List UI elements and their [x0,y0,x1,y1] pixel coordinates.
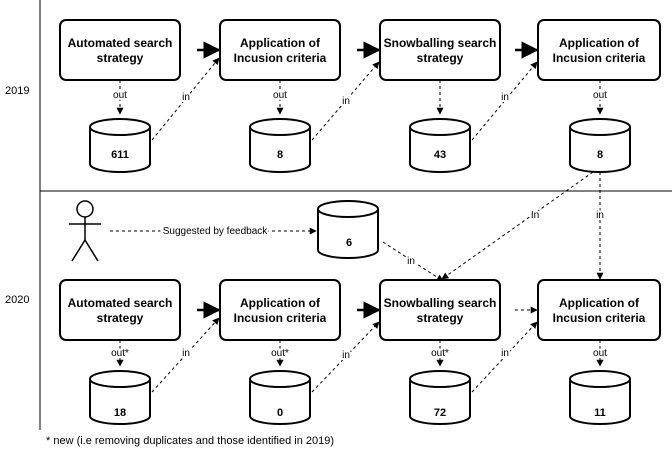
in-label: in [182,348,190,359]
in-label: in [407,256,415,267]
box-label-line: strategy [417,51,464,65]
box-label-line: Automated search [68,36,173,50]
cross-in-label: in [596,210,604,221]
out-label: out [593,90,607,101]
database-cylinder: 611 [89,118,151,173]
out-label: out* [111,348,129,359]
box-label-line: Automated search [68,296,173,310]
box-label-line: Snowballing search [384,296,497,310]
cross-year-links: In in [441,171,606,280]
inclusion-criteria-box: Application of Incusion criteria [537,19,661,81]
box-label-line: Snowballing search [384,36,497,50]
database-count: 8 [277,149,283,161]
in-arrow [151,317,220,393]
in-arrow [471,321,538,393]
in-arrow [471,61,538,141]
automated-search-box: Automated search strategy [59,19,181,81]
database-count: 611 [111,149,129,161]
feedback-label: Suggested by feedback [163,226,269,237]
out-label: out [113,90,127,101]
database-cylinder: 72 [409,370,471,425]
person-icon [69,200,101,262]
in-arrow-to-snowballing [441,171,594,280]
box-label-line: strategy [97,311,144,325]
in-label: in [182,92,190,103]
in-label: in [342,96,350,107]
database-cylinder: 8 [569,118,631,173]
cross-in-label: In [531,210,539,221]
box-label-line: Incusion criteria [553,51,646,65]
database-cylinder: 11 [569,370,631,425]
inclusion-criteria-box: Application of Incusion criteria [219,19,341,81]
out-label: out [273,90,287,101]
box-label-line: strategy [97,51,144,65]
in-arrow [311,61,380,141]
snowballing-search-box: Snowballing search strategy [379,279,501,341]
year-2020-label: 2020 [5,294,29,306]
feedback-group: Suggested by feedback in 6 [69,200,444,282]
database-cylinder: 18 [89,370,151,425]
database-count: 8 [597,149,603,161]
database-cylinder: 8 [249,118,311,173]
box-label-line: Application of [559,296,640,310]
database-count: 72 [434,407,446,419]
database-count: 43 [434,149,446,161]
box-label-line: Incusion criteria [553,311,646,325]
inclusion-criteria-box: Application of Incusion criteria [219,279,341,341]
out-label: out* [271,348,289,359]
box-label-line: Application of [559,36,640,50]
box-label-line: strategy [417,311,464,325]
row-2019: Automated search strategy Application of… [59,19,661,173]
in-label: in [501,92,509,103]
database-count: 0 [277,407,283,419]
year-2019-label: 2019 [5,85,29,97]
database-count: 11 [594,407,606,419]
database-count: 6 [346,237,352,249]
out-label: out* [431,348,449,359]
automated-search-box: Automated search strategy [59,279,181,341]
in-label: in [501,348,509,359]
box-label-line: Incusion criteria [234,311,327,325]
in-label: in [342,350,350,361]
box-label-line: Application of [240,36,321,50]
database-cylinder: 43 [409,118,471,173]
box-label-line: Application of [240,296,321,310]
database-cylinder: 6 [317,200,379,259]
database-count: 18 [114,407,126,419]
out-label: out [593,348,607,359]
in-arrow [311,321,380,393]
database-cylinder: 0 [249,370,311,425]
snowballing-search-box: Snowballing search strategy [379,19,501,81]
inclusion-criteria-box: Application of Incusion criteria [537,279,661,341]
footnote: * new (i.e removing duplicates and those… [46,435,334,447]
box-label-line: Incusion criteria [234,51,327,65]
row-2020: Automated search strategy Application of… [59,279,661,425]
